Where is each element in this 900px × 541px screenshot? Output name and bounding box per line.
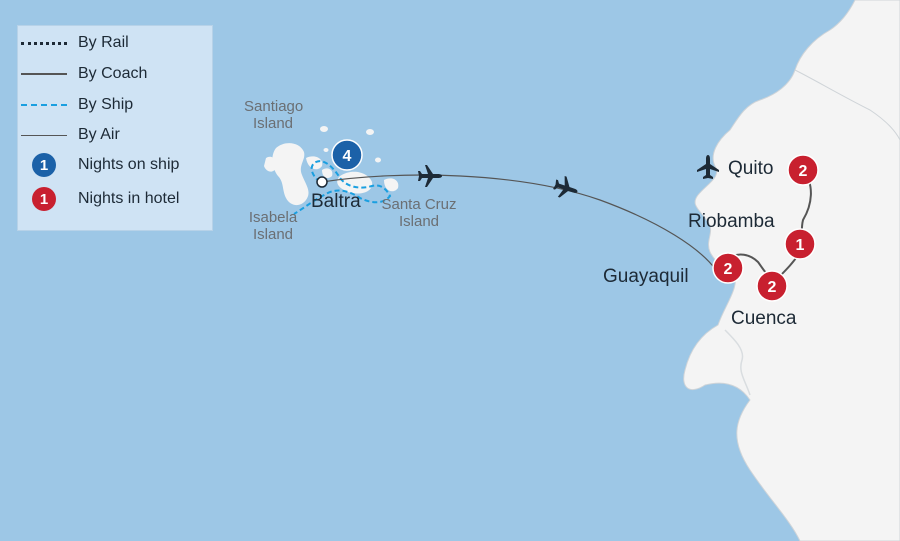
cuenca-nights-number: 2 [768, 279, 777, 296]
riobamba-nights-number: 1 [796, 237, 805, 254]
rail-line-icon [21, 41, 67, 45]
coach-route [729, 169, 812, 280]
ship-line-icon [21, 104, 67, 106]
legend-item-rail: By Rail [18, 31, 129, 55]
quito-nights-badge: 2 [787, 154, 819, 186]
legend-air-label: By Air [78, 126, 120, 143]
coach-line-icon [21, 73, 67, 75]
airport-icon [697, 155, 719, 179]
san-cristobal-island [384, 178, 399, 192]
air-line-icon [21, 134, 67, 136]
quito-nights-number: 2 [799, 163, 808, 180]
map-legend: By Rail By Coach By Ship By Air 1 Nights… [17, 25, 213, 231]
legend-rail-label: By Rail [78, 34, 129, 51]
guayaquil-nights-badge: 2 [712, 252, 744, 284]
santa-cruz-island-label: Santa Cruz Island [381, 196, 457, 230]
legend-item-coach: By Coach [18, 62, 147, 86]
ship-route [293, 160, 392, 215]
isabela-island-label: Isabela Island [248, 209, 298, 243]
baltra-island [322, 168, 333, 178]
quito-label: Quito [728, 158, 774, 179]
baltra-marker [316, 176, 328, 188]
border-north [794, 69, 900, 141]
guayaquil-nights-number: 2 [724, 261, 733, 278]
hotel-badge-icon: 1 [32, 187, 56, 211]
santiago-island [306, 156, 323, 170]
legend-item-nights-ship: 1 Nights on ship [18, 153, 179, 177]
riobamba-nights-badge: 1 [784, 228, 816, 260]
santiago-island-label: Santiago Island [244, 98, 304, 132]
ship-nights-number: 4 [343, 148, 352, 165]
ship-badge-icon: 1 [32, 153, 56, 177]
legend-ship-label: By Ship [78, 96, 134, 113]
legend-nights-hotel-label: Nights in hotel [78, 190, 180, 207]
legend-coach-label: By Coach [78, 65, 148, 82]
guayaquil-label: Guayaquil [603, 266, 689, 287]
riobamba-label: Riobamba [688, 211, 775, 232]
legend-item-ship: By Ship [18, 93, 133, 117]
mainland [683, 0, 900, 541]
cuenca-nights-badge: 2 [756, 270, 788, 302]
legend-item-air: By Air [18, 123, 120, 147]
isabela-island [272, 143, 309, 206]
ship-nights-badge: 4 [331, 139, 363, 171]
plane-icon [418, 165, 442, 187]
plane-icon [553, 175, 578, 198]
legend-nights-ship-label: Nights on ship [78, 156, 180, 173]
fernandina-island [264, 156, 277, 172]
baltra-label: Baltra [311, 191, 361, 212]
legend-item-nights-hotel: 1 Nights in hotel [18, 187, 179, 211]
cuenca-label: Cuenca [731, 308, 797, 329]
border-south [724, 329, 751, 396]
air-route [321, 174, 717, 271]
